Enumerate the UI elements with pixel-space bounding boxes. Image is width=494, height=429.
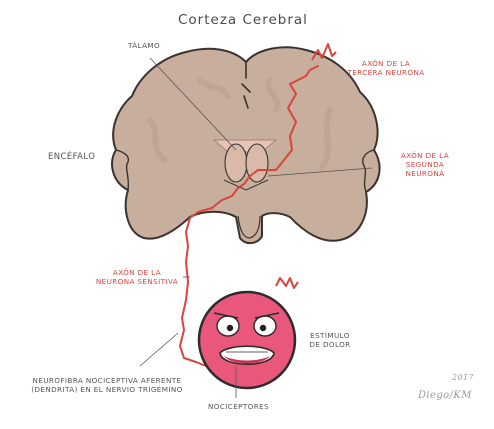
third-neuron-axon <box>249 65 319 177</box>
label-axon-tercera: Axón de la tercera neurona <box>336 59 436 77</box>
brain-section <box>111 46 381 244</box>
label-axon-segunda-line2: segunda <box>405 160 445 169</box>
pain-face <box>197 290 297 390</box>
label-axon-sensitiva: Axón de la neurona sensitiva <box>94 268 180 286</box>
diagram-title: Corteza Cerebral <box>178 12 308 28</box>
label-axon-tercera-line1: Axón de la <box>361 59 411 68</box>
brain-pain-mark <box>311 43 337 61</box>
label-estimulo-line2: de dolor <box>309 340 351 349</box>
label-neurofibra-line1: Neurofibra nociceptiva aferente <box>32 376 182 385</box>
sensory-neuron-axon <box>179 245 207 367</box>
label-estimulo-line1: Estímulo <box>310 331 350 340</box>
label-axon-sensitiva-line2: neurona sensitiva <box>95 277 179 286</box>
label-neurofibra: Neurofibra nociceptiva aferente (dendrit… <box>14 376 200 394</box>
brain-texture <box>147 77 333 171</box>
pain-pathway <box>179 65 319 367</box>
label-estimulo: Estímulo de dolor <box>298 331 362 349</box>
label-nociceptores: Nociceptores <box>208 402 270 411</box>
label-neurofibra-line2: (dendrita) en el nervio trigémino <box>31 385 183 394</box>
signature-author: Diego/KM <box>418 390 472 401</box>
label-axon-segunda: Axón de la segunda neurona <box>380 151 470 178</box>
longitudinal-fissure <box>241 61 251 109</box>
brainstem <box>237 215 261 239</box>
signature-year: 2017 <box>452 373 474 382</box>
label-encefalo: Encéfalo <box>48 152 96 162</box>
left-temporal-notch <box>115 149 130 191</box>
leader-lines <box>139 57 373 398</box>
label-axon-segunda-line1: Axón de la <box>400 151 450 160</box>
label-talamo: Tálamo <box>128 41 161 50</box>
right-temporal-notch <box>362 149 375 193</box>
face-pain-mark <box>275 277 299 289</box>
label-axon-tercera-line2: tercera neurona <box>347 68 425 77</box>
label-axon-segunda-line3: neurona <box>405 169 445 178</box>
label-axon-sensitiva-line1: Axón de la <box>112 268 162 277</box>
second-neuron-axon <box>185 175 251 247</box>
thalamus <box>212 139 278 191</box>
